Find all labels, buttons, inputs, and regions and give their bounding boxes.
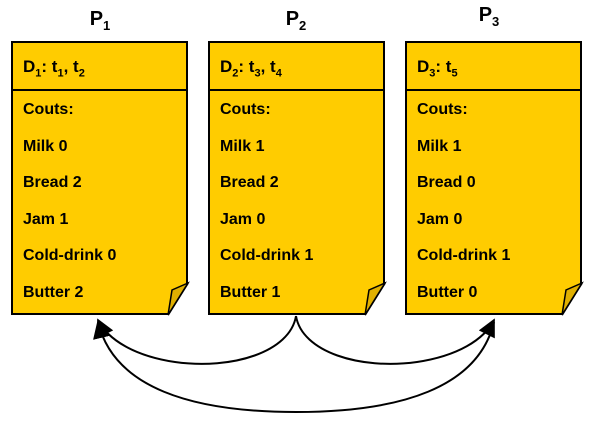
counts-label: Couts: xyxy=(220,101,271,118)
count-row: Bread 2 xyxy=(220,174,279,191)
count-row: Butter 1 xyxy=(220,283,281,301)
counts-label: Couts: xyxy=(417,101,468,118)
arrow-p2-to-p1-inner xyxy=(97,315,297,365)
count-row: Cold-drink 1 xyxy=(220,247,314,264)
count-row: Cold-drink 1 xyxy=(417,247,511,264)
count-row: Bread 2 xyxy=(23,174,82,191)
process-title-p3: P3 xyxy=(478,4,500,29)
dataset-header: D2: t3, t4 xyxy=(210,43,383,91)
count-row: Milk 0 xyxy=(23,137,68,155)
count-row: Jam 0 xyxy=(220,210,266,228)
dataset-header: D1: t1, t2 xyxy=(13,43,186,91)
page-fold-p3 xyxy=(561,281,584,316)
process-card-p2: D2: t3, t4 Couts: Milk 1 Bread 2 Jam 0 C… xyxy=(208,41,385,315)
arrow-p3-to-p1-outer xyxy=(93,320,495,414)
count-row: Butter 0 xyxy=(417,283,478,301)
count-row: Milk 1 xyxy=(417,137,462,155)
count-row: Butter 2 xyxy=(23,283,84,301)
dataset-header: D3: t5 xyxy=(407,43,580,91)
process-card-p1: D1: t1, t2 Couts: Milk 0 Bread 2 Jam 1 C… xyxy=(11,41,188,315)
count-row: Jam 0 xyxy=(417,210,463,228)
count-row: Milk 1 xyxy=(220,137,265,155)
count-row: Bread 0 xyxy=(417,174,476,191)
count-row: Jam 1 xyxy=(23,210,69,228)
page-fold-p1 xyxy=(167,281,190,316)
arrow-p2-to-p3-inner xyxy=(295,315,495,365)
process-title-p2: P2 xyxy=(285,8,307,33)
counts-label: Couts: xyxy=(23,101,74,118)
page-fold-p2 xyxy=(364,281,387,316)
process-title-p1: P1 xyxy=(89,8,111,33)
count-row: Cold-drink 0 xyxy=(23,247,117,264)
process-card-p3: D3: t5 Couts: Milk 1 Bread 0 Jam 0 Cold-… xyxy=(405,41,582,315)
